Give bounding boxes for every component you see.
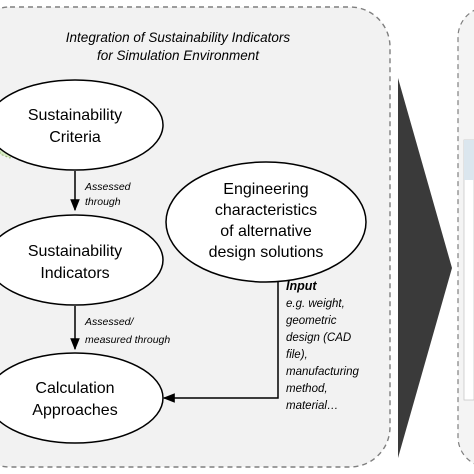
criteria-label-line1: Sustainability [28, 107, 122, 124]
right-panel-accent [464, 140, 474, 180]
assessed-through-line2: through [85, 196, 121, 208]
assessed-through-line1: Assessed [84, 181, 132, 193]
calculation-label-line1: Calculation [35, 380, 114, 397]
input-line-5: manufacturing [286, 366, 359, 378]
sustainability-indicators-node [0, 214, 164, 306]
arrow-engineering-to-calculation [162, 282, 279, 403]
input-line-3: design (CAD [286, 332, 351, 344]
input-heading: Input [286, 279, 317, 293]
input-line-7: material… [286, 400, 338, 412]
assessed-measured-line1: Assessed/ [84, 316, 135, 328]
input-line-2: geometric [286, 315, 337, 327]
flow-chevron-arrow [398, 78, 452, 458]
panel-title-line1: Integration of Sustainability Indicators [66, 30, 291, 45]
assessed-measured-line2: measured through [85, 334, 170, 346]
input-line-6: method, [286, 383, 328, 395]
panel-title-line2: for Simulation Environment [97, 48, 260, 63]
engineering-label-line2: characteristics [215, 202, 317, 219]
input-line-1: e.g. weight, [286, 298, 345, 310]
engineering-label-line4: design solutions [209, 244, 324, 261]
sustainability-criteria-node [0, 79, 164, 171]
engineering-label-line1: Engineering [223, 181, 308, 198]
calculation-approaches-node [0, 352, 164, 444]
calculation-label-line2: Approaches [32, 402, 117, 419]
indicators-label-line1: Sustainability [28, 243, 122, 260]
criteria-label-line2: Criteria [49, 129, 101, 146]
engineering-label-line3: of alternative [220, 223, 312, 240]
indicators-label-line2: Indicators [40, 265, 109, 282]
input-line-4: file), [286, 349, 308, 361]
engineering-characteristics-node [165, 161, 367, 283]
